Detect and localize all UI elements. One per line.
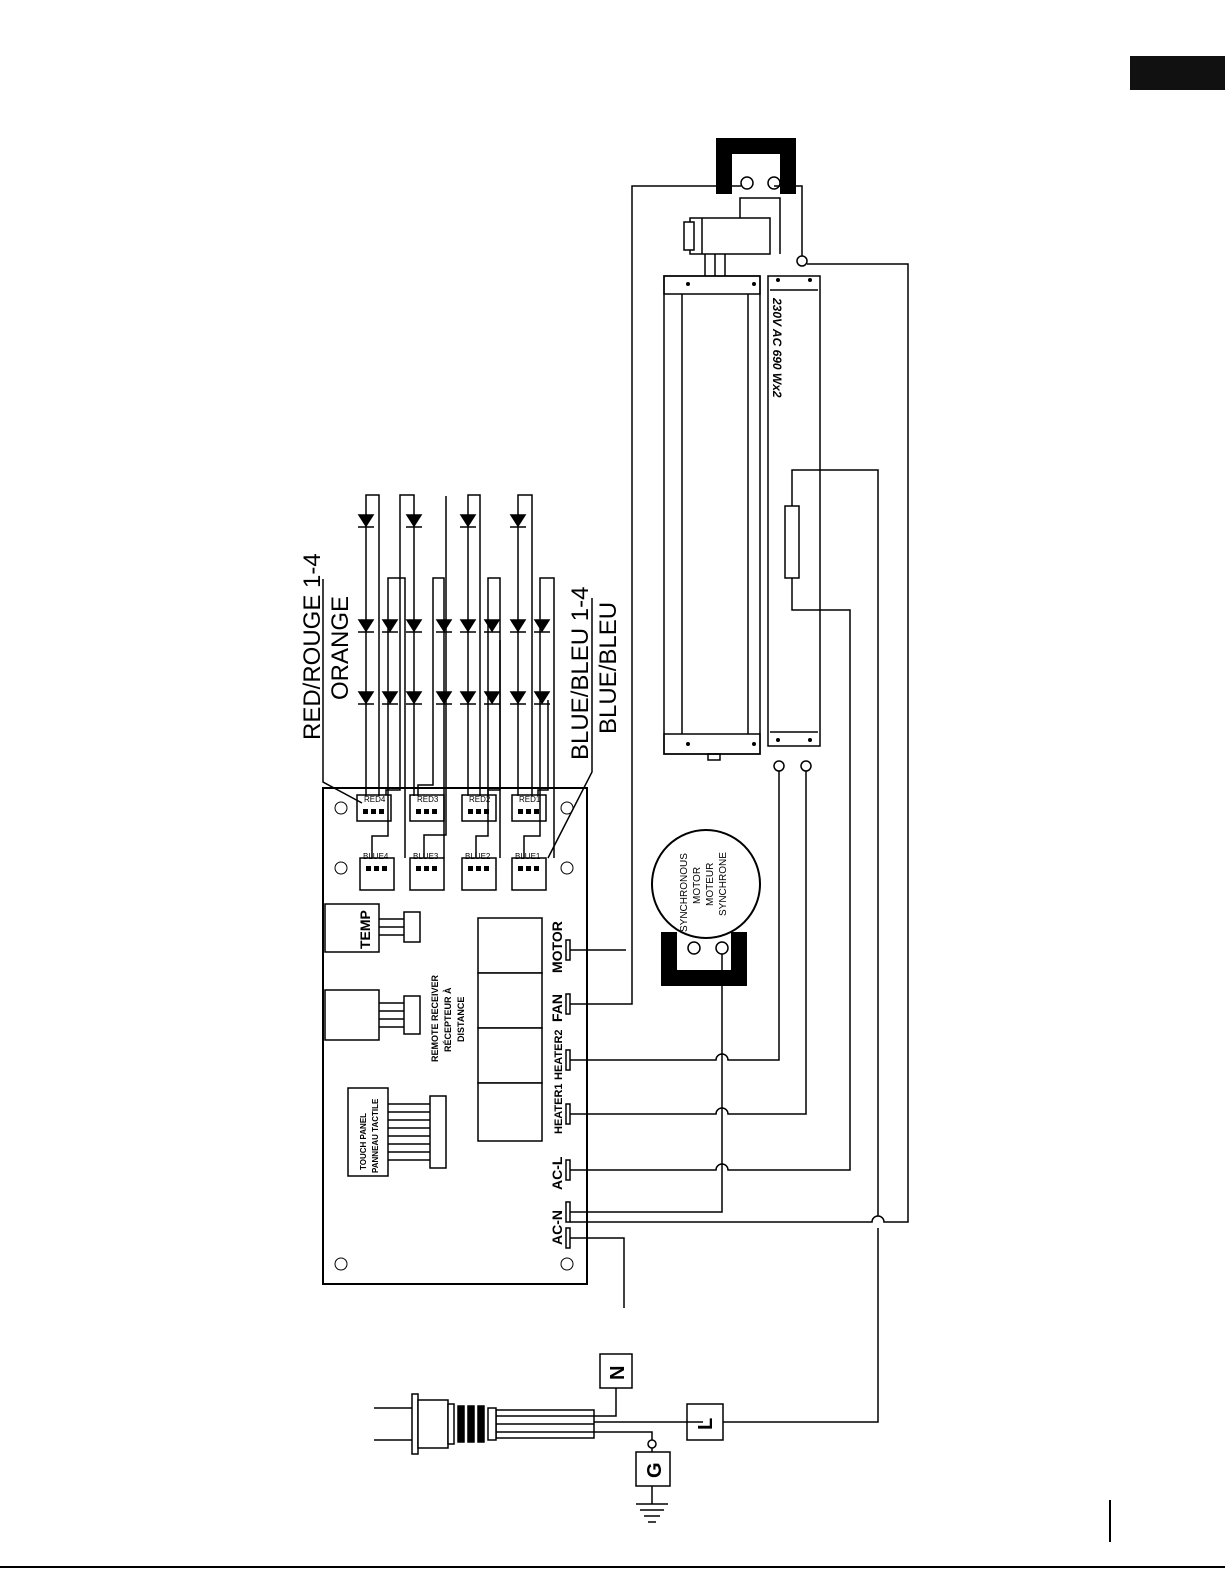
- ground-symbol: [636, 1486, 668, 1522]
- terminal-fan-label: FAN: [549, 994, 565, 1022]
- terminal-acl-label: AC-L: [549, 1156, 565, 1190]
- page-tab: [1130, 56, 1225, 90]
- red1-label: RED1: [519, 795, 541, 804]
- fan-motor: [684, 198, 780, 276]
- touch-panel-ribbon: [388, 1096, 446, 1168]
- terminal-tabs: [566, 940, 570, 1248]
- motor-label-3: MOTEUR: [705, 863, 716, 906]
- blue-led-subtitle: BLUE/BLEU: [595, 602, 622, 734]
- red-led-subtitle: ORANGE: [327, 596, 354, 700]
- line-label: L: [695, 1418, 717, 1430]
- blue4-label: BLUE4: [363, 852, 389, 861]
- heater-terminal-2: [801, 761, 811, 771]
- receiver-label-3: DISTANCE: [456, 997, 466, 1042]
- terminal-acn-label: AC-N: [549, 1210, 565, 1245]
- blue1-label: BLUE1: [515, 852, 541, 861]
- blue3-label: BLUE3: [413, 852, 439, 861]
- touch-panel: [348, 1088, 388, 1176]
- power-cord: [496, 1388, 703, 1452]
- motor-bracket: [661, 932, 747, 986]
- remote-receiver: [325, 990, 379, 1040]
- heater-resistor: [785, 506, 799, 578]
- motor-label-1: SYNCHRONOUS: [679, 853, 690, 932]
- heater-terminal-1: [774, 761, 784, 771]
- fan-terminal-b: [768, 177, 780, 189]
- blue2-label: BLUE2: [465, 852, 491, 861]
- touch-panel-label-1: TOUCH PANEL: [359, 1113, 368, 1170]
- fan-wire-terminal: [797, 256, 807, 266]
- led-diodes: [358, 515, 550, 704]
- heater-rating-label: 230V AC 690 Wx2: [770, 297, 784, 398]
- terminal-heater1-label: HEATER1: [553, 1083, 565, 1134]
- receiver-label-2: RÉCEPTEUR À: [443, 987, 453, 1052]
- temp-label: TEMP: [357, 910, 373, 949]
- terminal-heater2-label: HEATER2: [553, 1029, 565, 1080]
- receiver-plug: [379, 996, 420, 1034]
- blue-led-title: BLUE/BLEU 1-4: [567, 587, 594, 760]
- red-led-title: RED/ROUGE 1-4: [299, 553, 326, 740]
- blower-housing: [664, 276, 760, 760]
- receiver-label-1: REMOTE RECEIVER: [430, 974, 440, 1062]
- red-connectors: [357, 795, 546, 821]
- relays: [478, 918, 542, 1141]
- red3-label: RED3: [417, 795, 439, 804]
- motor-terminal-b: [716, 942, 728, 954]
- touch-panel-label-2: PANNEAU TACTILE: [371, 1098, 380, 1173]
- power-plug: [374, 1394, 496, 1454]
- motor-label-4: SYNCHRONE: [718, 852, 729, 916]
- blue-connectors: [360, 858, 546, 890]
- ground-label: G: [644, 1462, 666, 1478]
- fan-terminal-a: [741, 177, 753, 189]
- ground-terminal: [648, 1440, 656, 1448]
- motor-label-2: MOTOR: [692, 867, 703, 904]
- motor-terminal-a: [688, 942, 700, 954]
- red4-label: RED4: [364, 795, 386, 804]
- temp-plug: [379, 912, 420, 942]
- terminal-motor-label: MOTOR: [549, 921, 565, 973]
- neutral-label: N: [607, 1366, 629, 1380]
